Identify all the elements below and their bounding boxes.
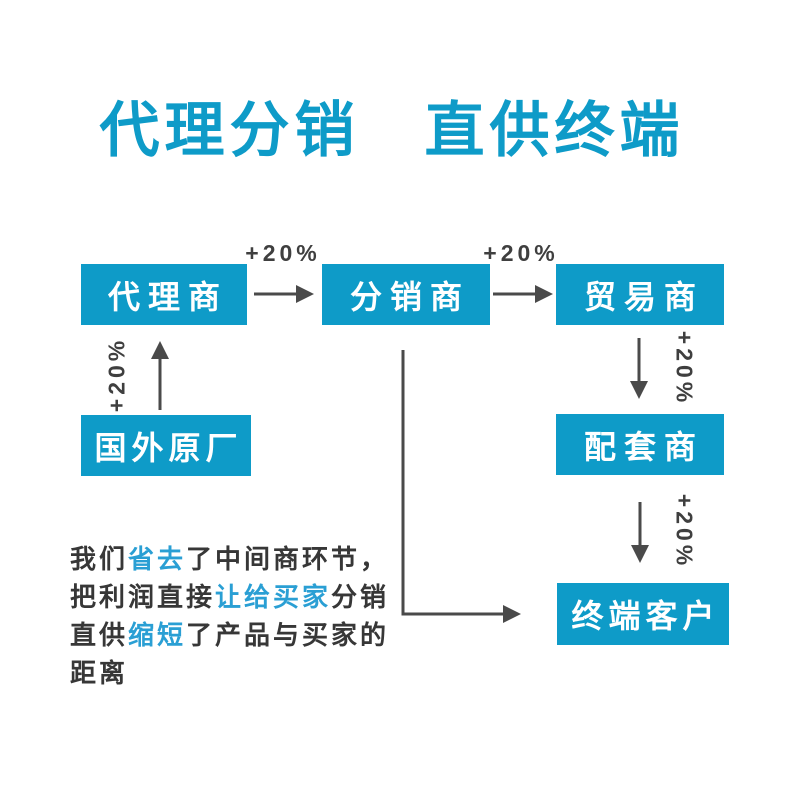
description-line-3: 直供缩短了产品与买家的: [70, 616, 389, 654]
node-supporting-supplier: 配套商: [556, 414, 724, 475]
arrow-factory-to-agent-head: [151, 341, 169, 359]
markup-label-trader-to-supplier: +20%: [671, 330, 698, 407]
arrow-distributor-to-customer-line: [401, 350, 504, 616]
markup-label-distributor-to-trader: +20%: [483, 240, 559, 266]
description-line-1: 我们省去了中间商环节，: [70, 540, 389, 578]
node-end-customer: 终端客户: [557, 583, 729, 645]
node-trader: 贸易商: [556, 264, 724, 325]
desc-4-pre: 距离: [70, 658, 129, 688]
desc-3-highlight: 缩短: [128, 620, 187, 650]
desc-2-pre: 把利润直接: [70, 582, 216, 612]
desc-2-highlight: 让给买家: [215, 582, 332, 612]
desc-2-post: 分销: [331, 582, 390, 612]
desc-3-pre: 直供: [70, 620, 129, 650]
description-line-2: 把利润直接让给买家分销: [70, 578, 389, 616]
description-text: 我们省去了中间商环节， 把利润直接让给买家分销 直供缩短了产品与买家的 距离: [70, 540, 389, 692]
node-agent: 代理商: [81, 264, 247, 325]
desc-1-highlight: 省去: [128, 544, 187, 574]
markup-label-agent-to-distributor: +20%: [245, 240, 321, 266]
description-line-4: 距离: [70, 654, 389, 692]
node-foreign-factory: 国外原厂: [81, 415, 251, 476]
page-title: 代理分销 直供终端: [99, 97, 685, 164]
desc-1-pre: 我们: [70, 544, 129, 574]
arrow-supplier-to-customer-head: [631, 545, 649, 563]
markup-label-factory-to-agent: +20%: [103, 336, 130, 413]
arrow-trader-to-supplier-head: [630, 381, 648, 399]
arrow-distributor-to-trader-head: [535, 285, 553, 303]
arrow-agent-to-distributor-head: [296, 285, 314, 303]
node-distributor: 分销商: [322, 264, 490, 325]
markup-label-supplier-to-customer: +20%: [671, 493, 698, 570]
arrow-distributor-to-customer-head: [503, 605, 521, 623]
desc-1-post: 了中间商环节，: [186, 544, 390, 574]
desc-3-post: 了产品与买家的: [186, 620, 390, 650]
